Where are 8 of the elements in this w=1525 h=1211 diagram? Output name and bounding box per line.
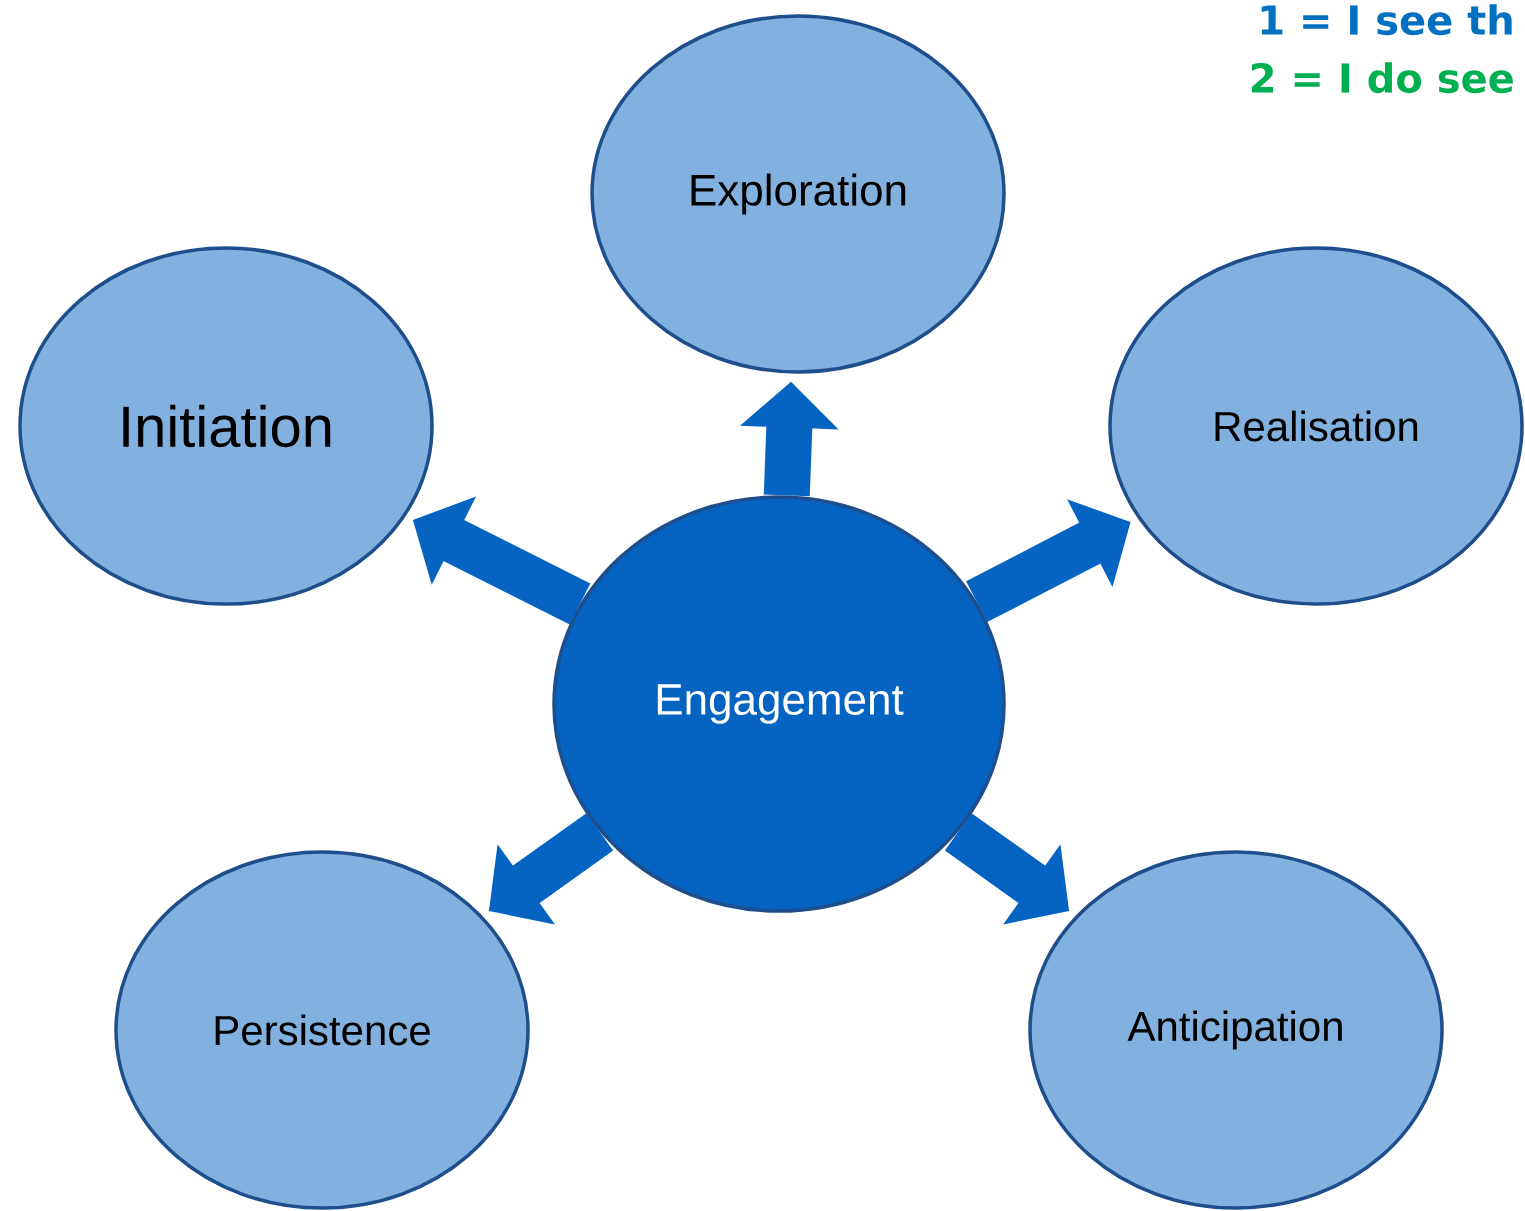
ellipse-node: Realisation	[1108, 246, 1524, 606]
note-text: 2 = I do see	[1251, 62, 1513, 94]
ellipse-node: Persistence	[114, 850, 530, 1210]
ellipse-node: Exploration	[590, 14, 1006, 374]
ellipse-node: Anticipation	[1028, 850, 1444, 1210]
note-text: 1 = I see th	[1261, 4, 1512, 36]
ellipse-node: Engagement	[552, 495, 1006, 913]
ellipse-node: Initiation	[18, 246, 434, 606]
